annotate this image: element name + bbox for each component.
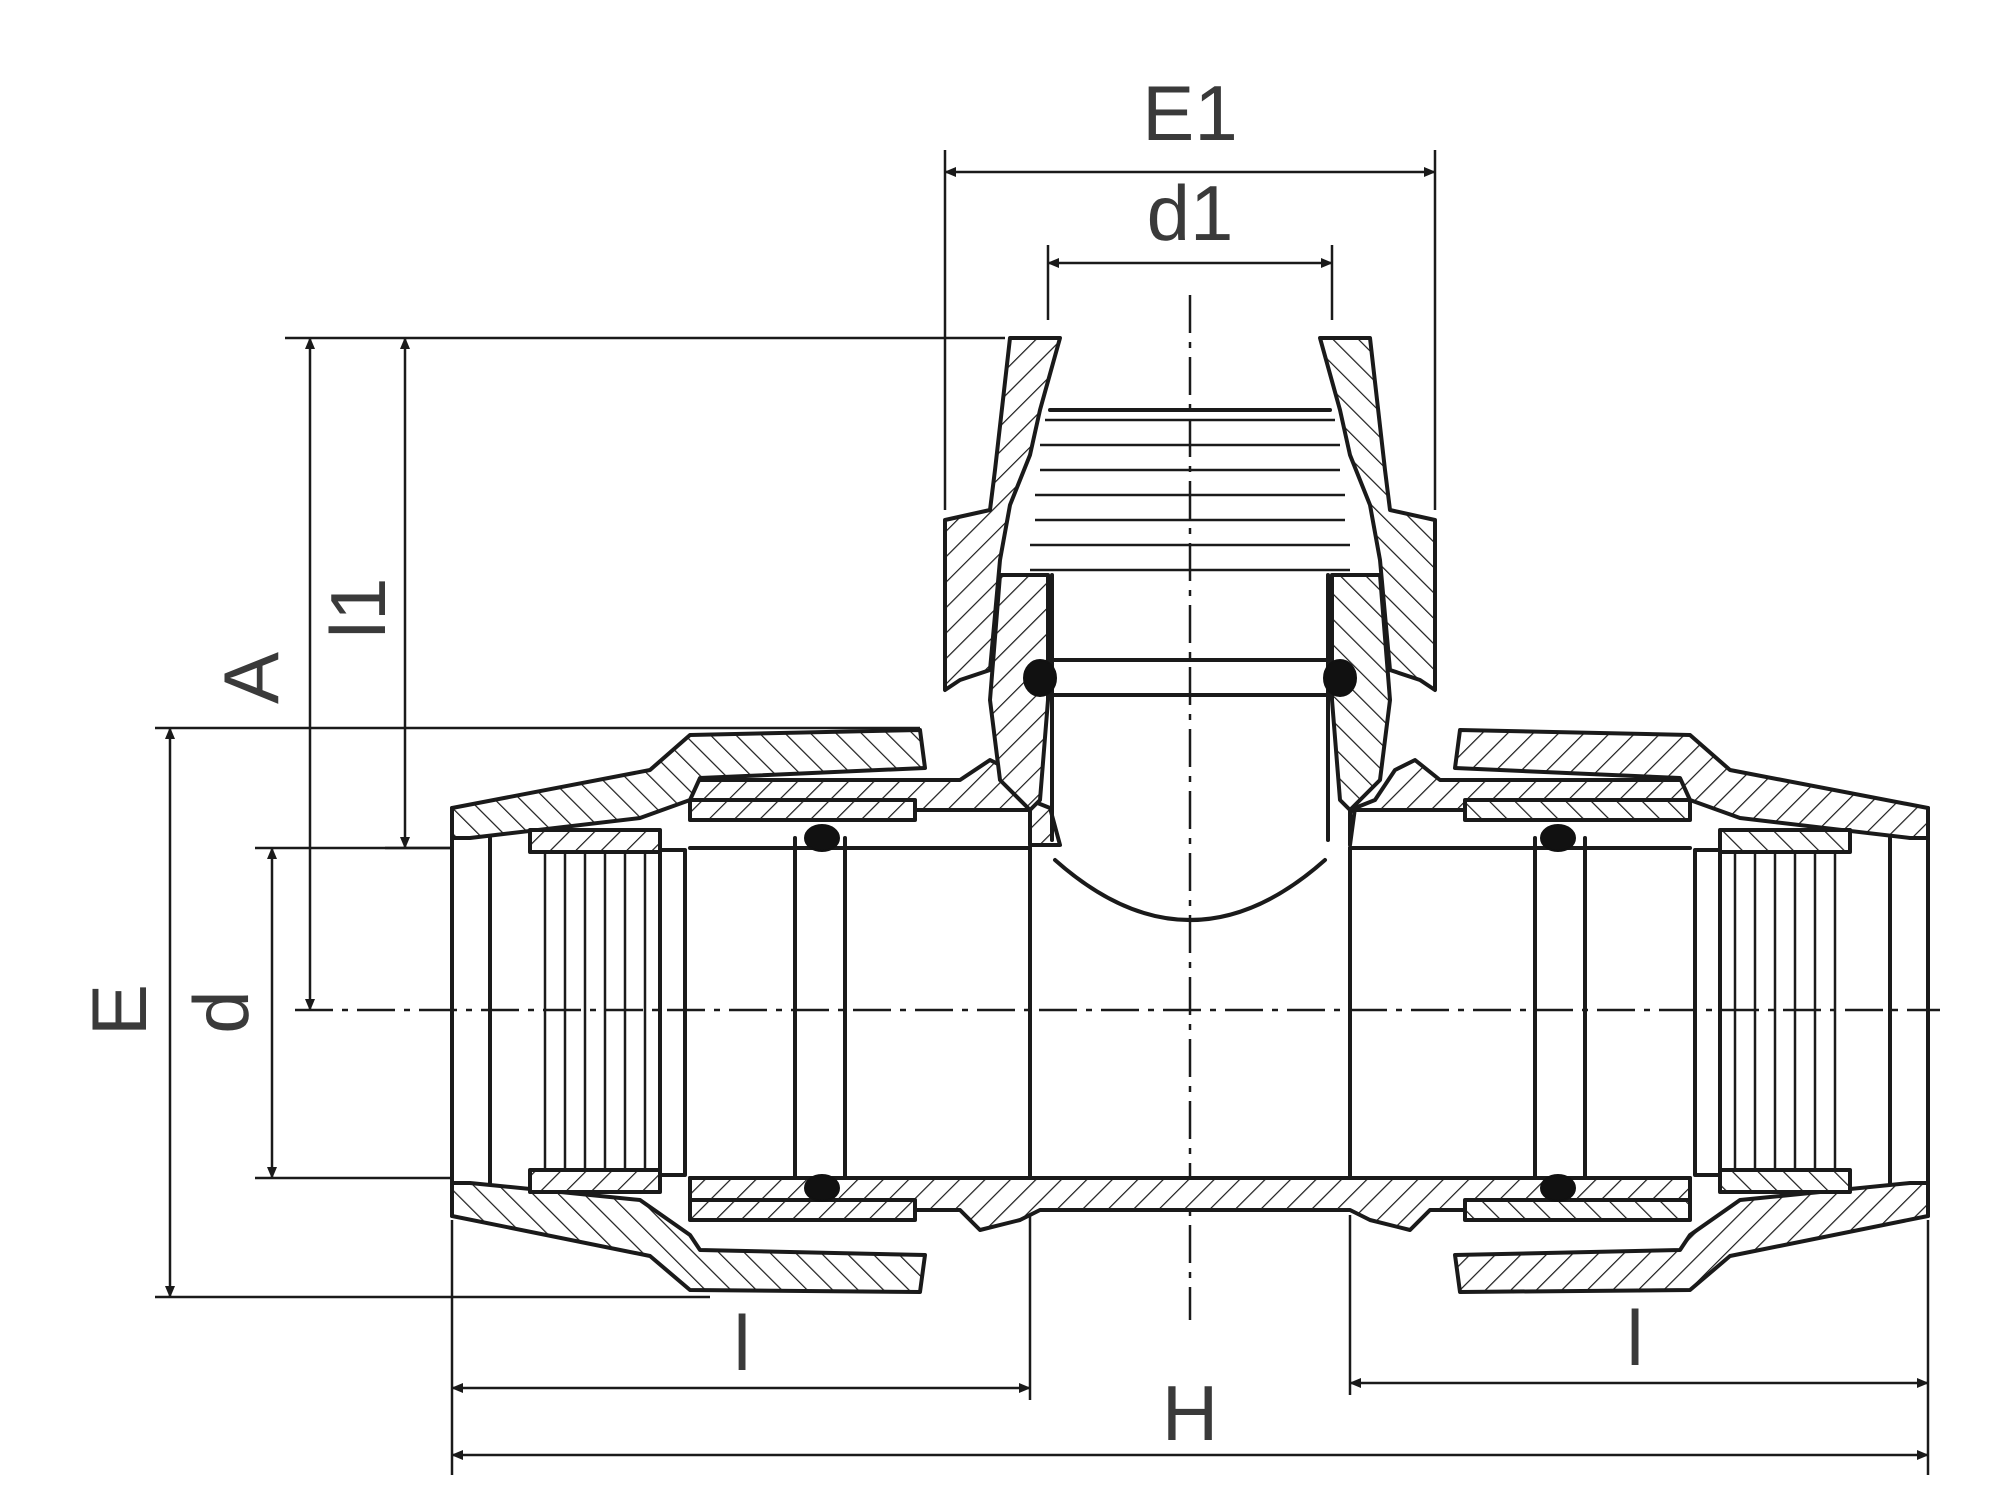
branch — [943, 336, 1437, 842]
label-A: A — [207, 652, 295, 704]
label-l1: l1 — [314, 578, 402, 639]
dimension-labels: E1 d1 A l1 E d l l H — [75, 69, 1644, 1457]
right-nut-bottom — [1453, 1181, 1930, 1294]
left-nut — [450, 728, 927, 1294]
branch-o-ring-left — [1023, 659, 1057, 697]
left-grip-ring — [528, 828, 662, 1194]
label-H: H — [1162, 1369, 1218, 1457]
right-o-ring-top — [1540, 824, 1576, 852]
left-nut-bottom — [450, 1181, 927, 1294]
main-body — [688, 758, 1692, 1232]
branch-saddle-curve — [1053, 858, 1327, 922]
branch-nut-left — [943, 336, 1062, 692]
label-d1: d1 — [1147, 169, 1234, 257]
dimension-lines — [155, 150, 1930, 1475]
label-l-right: l — [1626, 1294, 1643, 1382]
right-clamp-ring — [1693, 848, 1722, 1177]
label-l-left: l — [733, 1299, 750, 1387]
branch-spigot-right — [1330, 573, 1392, 812]
right-o-ring-bottom — [1540, 1174, 1576, 1202]
right-nut — [1453, 728, 1930, 1294]
right-grip-ring — [1718, 828, 1852, 1194]
left-o-ring-bottom — [804, 1174, 840, 1202]
branch-spigot-left — [988, 573, 1050, 812]
left-o-ring-top — [804, 824, 840, 852]
branch-o-ring-right — [1323, 659, 1357, 697]
center-lines — [295, 295, 1940, 1320]
label-E1: E1 — [1142, 69, 1237, 157]
branch-nut-right — [1318, 336, 1437, 692]
branch-thread — [1030, 408, 1350, 572]
label-d: d — [177, 990, 265, 1033]
label-E: E — [75, 984, 163, 1036]
left-clamp-ring — [658, 848, 687, 1177]
left-nut-top — [450, 728, 927, 840]
right-nut-top — [1453, 728, 1930, 840]
